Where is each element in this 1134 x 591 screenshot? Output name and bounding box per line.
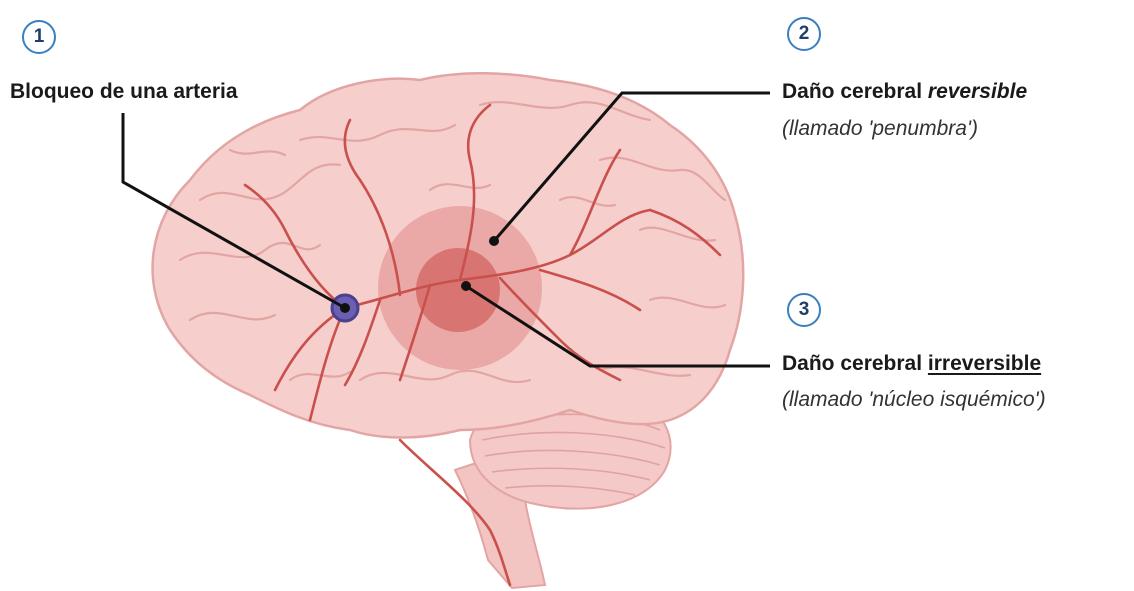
callout-3-title-emphasis: irreversible <box>928 352 1041 375</box>
callout-1-title: Bloqueo de una arteria <box>10 80 238 104</box>
callout-1-badge: 1 <box>22 20 56 54</box>
callout-3-title: Daño cerebral irreversible <box>782 352 1041 376</box>
callout-3-subtitle: (llamado 'núcleo isquémico') <box>782 388 1046 412</box>
callout-2-badge: 2 <box>787 17 821 51</box>
callout-2-subtitle: (llamado 'penumbra') <box>782 117 978 141</box>
callout-3-badge: 3 <box>787 293 821 327</box>
callout-2-title: Daño cerebral reversible <box>782 80 1027 104</box>
callout-2-title-emphasis: reversible <box>928 80 1027 103</box>
callout-3-title-prefix: Daño cerebral <box>782 352 928 375</box>
callout-2-title-prefix: Daño cerebral <box>782 80 928 103</box>
